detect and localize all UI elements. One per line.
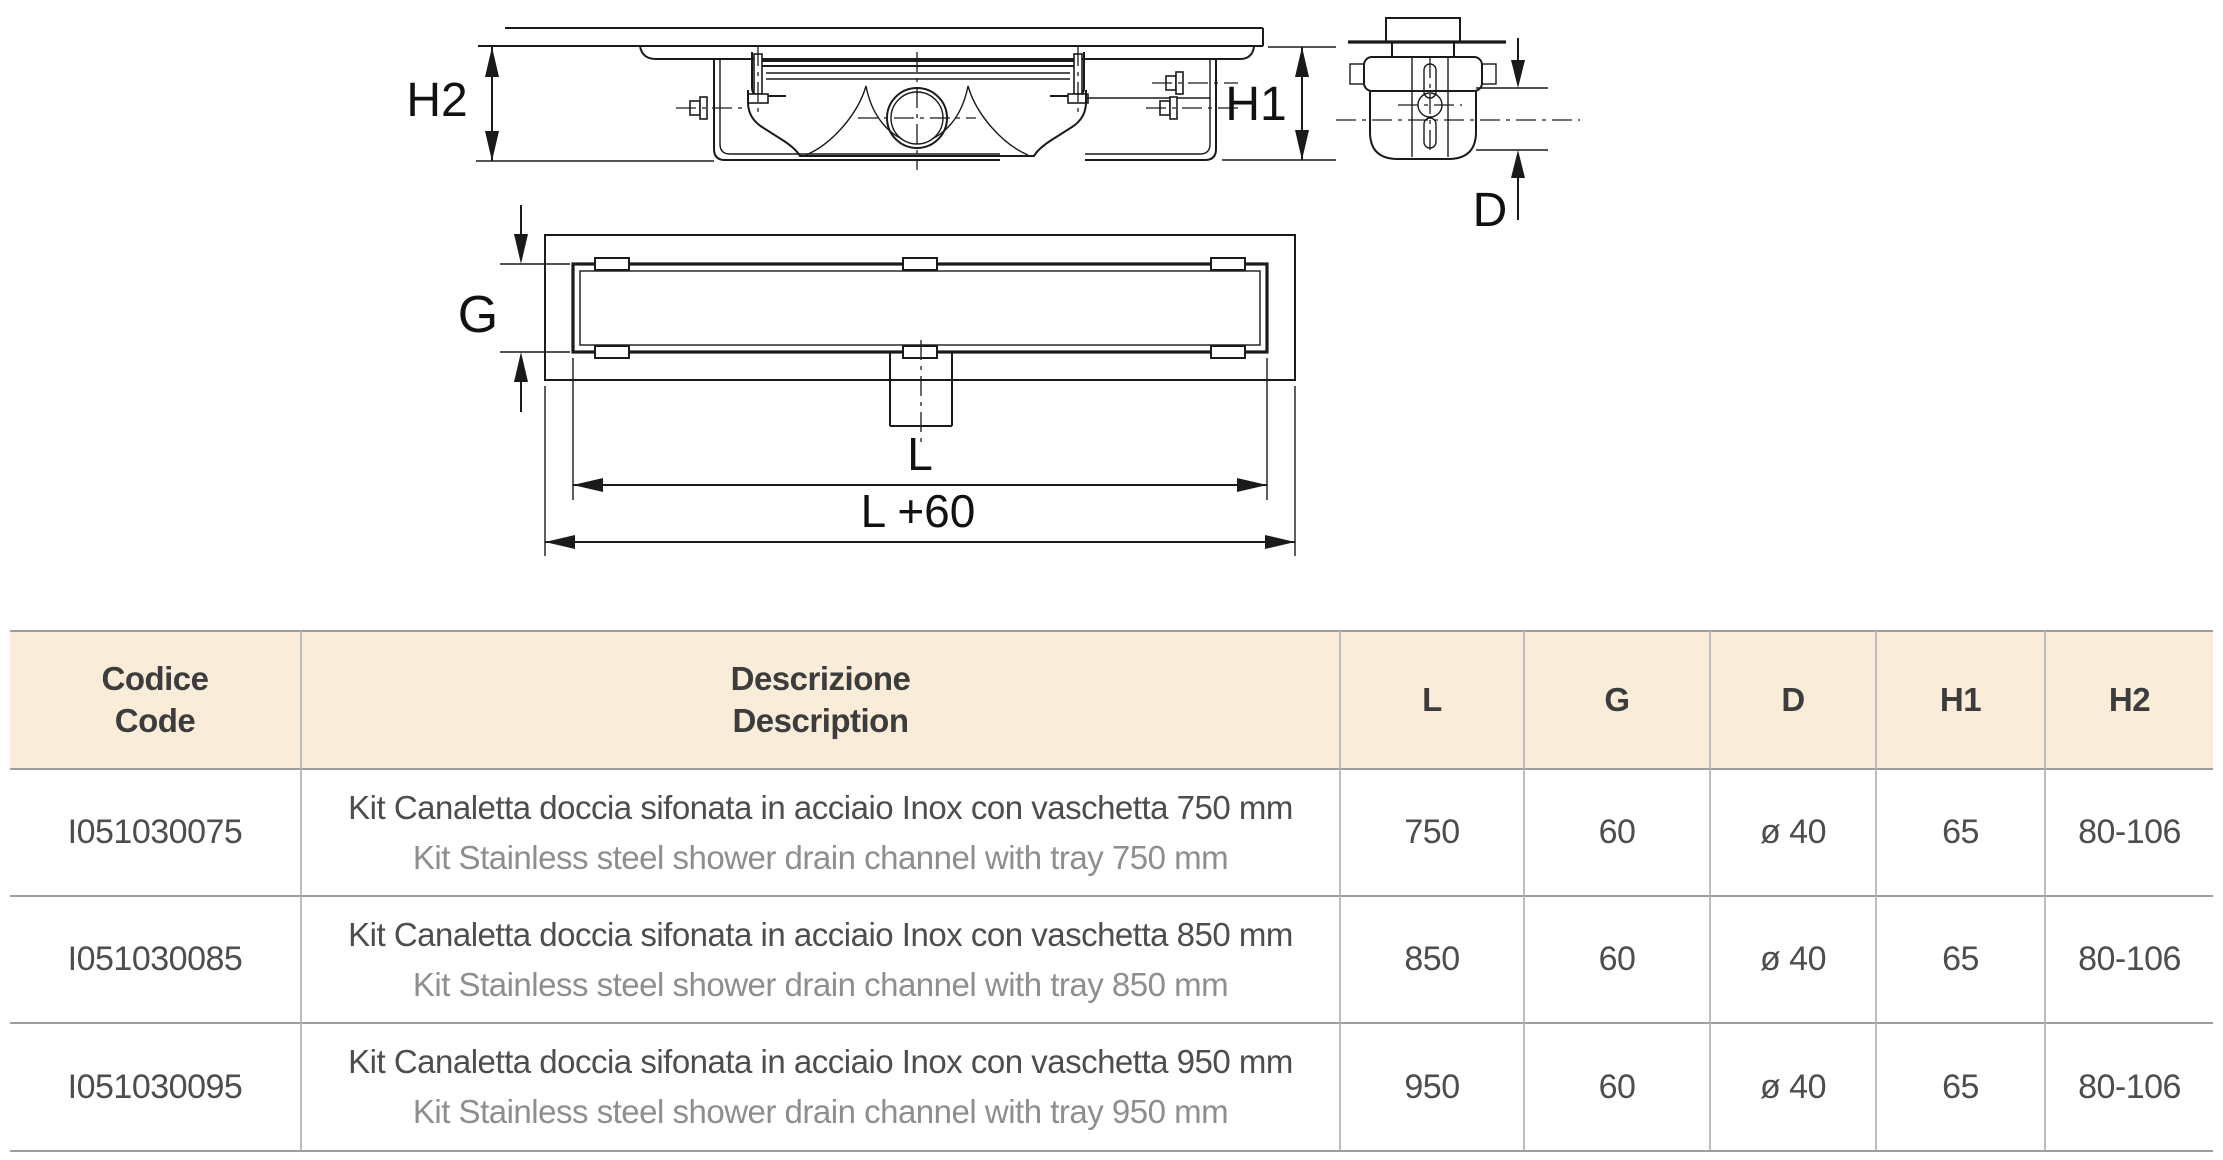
dim-label-h1: H1 [1225, 78, 1286, 131]
cell-l: 850 [1341, 895, 1525, 1022]
header-cell-h1: H1 [1877, 630, 2046, 768]
dim-label-l: L [907, 428, 933, 480]
end-view: D [1336, 17, 1580, 237]
dim-label-h2: H2 [406, 74, 467, 127]
header-cell-code: Codice Code [10, 630, 302, 768]
top-plan-view: G L L +60 [458, 205, 1296, 556]
cell-code: I051030085 [10, 895, 302, 1022]
header-h2-label: H2 [2108, 681, 2151, 718]
description-italian: Kit Canaletta doccia sifonata in acciaio… [348, 788, 1293, 826]
cell-h1: 65 [1877, 768, 2046, 895]
cell-h1: 65 [1877, 895, 2046, 1022]
cell-code: I051030095 [10, 1022, 302, 1150]
drain-channel-diagram: H2 H1 D [406, 17, 1580, 556]
header-desc-it: Descrizione [730, 660, 911, 697]
cell-h1: 65 [1877, 1022, 2046, 1150]
dim-label-d: D [1473, 184, 1508, 237]
cell-code: I051030075 [10, 768, 302, 895]
header-cell-l: L [1341, 630, 1525, 768]
dim-label-g: G [458, 286, 498, 344]
description-english: Kit Stainless steel shower drain channel… [412, 965, 1229, 1003]
cell-description: Kit Canaletta doccia sifonata in acciaio… [302, 895, 1341, 1022]
cell-description: Kit Canaletta doccia sifonata in acciaio… [302, 1022, 1341, 1150]
cell-h2: 80-106 [2046, 1022, 2213, 1150]
technical-drawing: H2 H1 D [406, 17, 1580, 556]
header-h1-label: H1 [1939, 681, 1982, 718]
cell-g: 60 [1525, 895, 1711, 1022]
header-g-label: G [1604, 681, 1630, 718]
header-cell-g: G [1525, 630, 1711, 768]
cell-d: ø 40 [1711, 1022, 1877, 1150]
cell-h2: 80-106 [2046, 768, 2213, 895]
header-cell-description: Descrizione Description [302, 630, 1341, 768]
description-english: Kit Stainless steel shower drain channel… [412, 838, 1229, 876]
header-code-it: Codice [101, 660, 209, 697]
header-desc-en: Description [732, 702, 909, 739]
description-italian: Kit Canaletta doccia sifonata in acciaio… [348, 1043, 1293, 1080]
cell-l: 750 [1341, 768, 1525, 895]
cell-d: ø 40 [1711, 768, 1877, 895]
cell-h2: 80-106 [2046, 895, 2213, 1022]
dim-label-l-plus-60: L +60 [861, 485, 976, 537]
cell-g: 60 [1525, 1022, 1711, 1150]
side-section-view: H2 H1 [406, 27, 1336, 170]
cell-d: ø 40 [1711, 895, 1877, 1022]
description-italian: Kit Canaletta doccia sifonata in acciaio… [348, 915, 1293, 953]
description-english: Kit Stainless steel shower drain channel… [412, 1093, 1229, 1130]
cell-description: Kit Canaletta doccia sifonata in acciaio… [302, 768, 1341, 895]
header-l-label: L [1422, 681, 1442, 718]
header-cell-d: D [1711, 630, 1877, 768]
header-code-en: Code [114, 702, 196, 739]
product-spec-table: Codice Code Descrizione Description L G … [10, 630, 2213, 1152]
header-cell-h2: H2 [2046, 630, 2213, 768]
cell-l: 950 [1341, 1022, 1525, 1150]
header-d-label: D [1781, 681, 1805, 718]
cell-g: 60 [1525, 768, 1711, 895]
